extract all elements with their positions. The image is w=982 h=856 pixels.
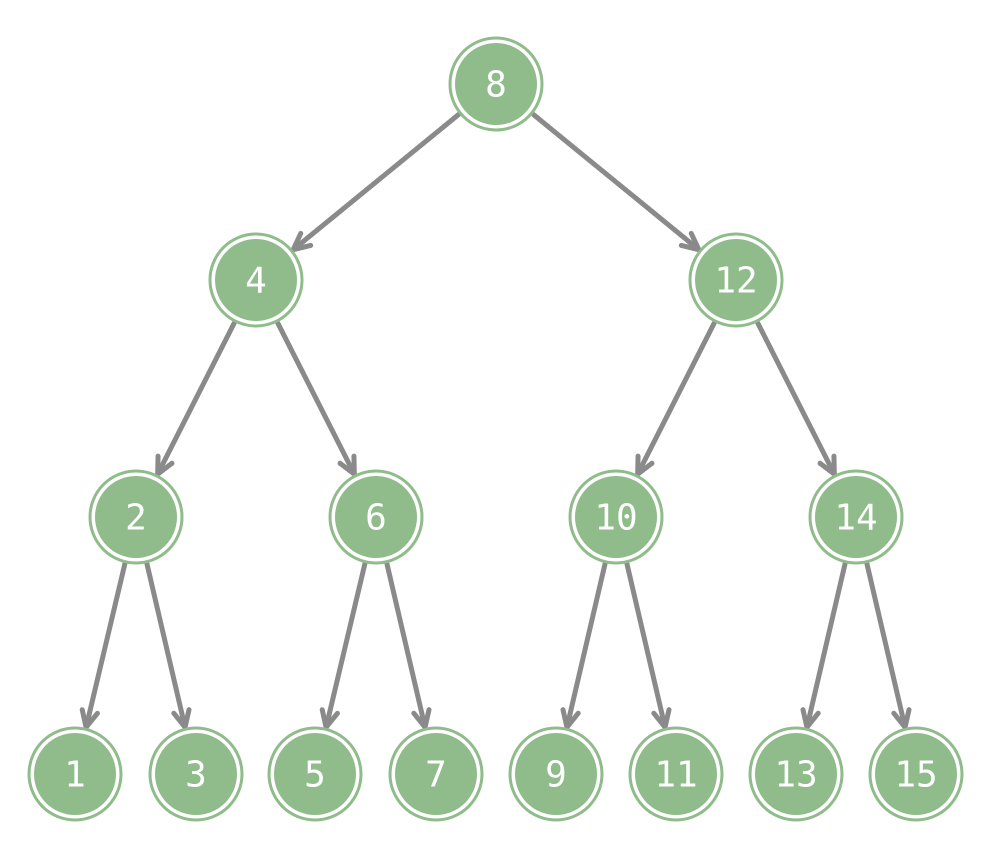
node-disk	[695, 239, 777, 321]
edge-n8-n12	[530, 111, 702, 253]
node-label: 12	[714, 261, 757, 302]
edge-n6-n5	[319, 561, 368, 730]
tree-node-8: 8	[448, 36, 544, 132]
tree-node-13: 13	[748, 726, 844, 822]
node-label: 8	[485, 65, 507, 106]
tree-node-15: 15	[868, 726, 964, 822]
arrowhead	[411, 707, 432, 730]
arrowhead	[891, 707, 912, 730]
tree-node-6: 6	[328, 469, 424, 565]
node-label: 9	[545, 755, 567, 796]
edge-n14-n15	[864, 561, 912, 730]
tree-node-14: 14	[808, 469, 904, 565]
edge-line	[275, 320, 357, 477]
node-label: 7	[425, 755, 447, 796]
node-label: 13	[774, 755, 817, 796]
arrowhead	[635, 453, 655, 477]
node-label: 4	[245, 261, 267, 302]
tree-node-12: 12	[688, 232, 784, 328]
edge-n2-n3	[144, 561, 192, 730]
edge-line	[624, 561, 668, 730]
tree-node-2: 2	[88, 469, 184, 565]
tree-node-9: 9	[508, 726, 604, 822]
node-label: 5	[304, 755, 326, 796]
arrowhead	[171, 707, 192, 730]
node-disk	[515, 733, 597, 815]
edge-n14-n13	[800, 561, 848, 730]
node-label: 1	[64, 755, 86, 796]
node-disk	[155, 733, 237, 815]
edge-line	[755, 320, 837, 477]
node-label: 2	[125, 498, 147, 539]
arrowhead	[290, 230, 314, 253]
arrowhead	[337, 453, 357, 477]
tree-node-3: 3	[148, 726, 244, 822]
edge-line	[564, 561, 608, 730]
arrowhead	[651, 707, 672, 730]
edge-line	[323, 561, 368, 730]
edge-line	[635, 320, 717, 477]
tree-node-1: 1	[27, 726, 123, 822]
tree-node-11: 11	[628, 726, 724, 822]
edge-line	[290, 111, 462, 253]
node-label: 10	[594, 498, 637, 539]
edge-n10-n11	[624, 561, 672, 730]
arrowhead	[155, 453, 175, 477]
edge-n2-n1	[79, 561, 128, 730]
node-label: 3	[185, 755, 207, 796]
edge-line	[384, 561, 428, 730]
edge-line	[83, 561, 128, 730]
arrowhead	[817, 453, 837, 477]
node-disk	[875, 733, 957, 815]
node-disk	[755, 733, 837, 815]
edge-line	[155, 320, 237, 477]
edge-line	[144, 561, 188, 730]
node-disk	[575, 476, 657, 558]
node-label: 15	[894, 755, 937, 796]
node-label: 14	[834, 498, 877, 539]
edge-n12-n10	[635, 320, 717, 477]
tree-node-5: 5	[267, 726, 363, 822]
node-disk	[95, 476, 177, 558]
edges-layer	[79, 111, 912, 730]
node-disk	[455, 43, 537, 125]
tree-node-7: 7	[388, 726, 484, 822]
arrowhead	[560, 707, 581, 730]
node-disk	[395, 733, 477, 815]
node-label: 6	[365, 498, 387, 539]
arrowhead	[678, 230, 702, 253]
edge-line	[530, 111, 702, 253]
edge-n12-n14	[755, 320, 837, 477]
node-disk	[215, 239, 297, 321]
node-disk	[274, 733, 356, 815]
arrowhead	[319, 707, 340, 730]
arrowhead	[800, 707, 821, 730]
node-disk	[34, 733, 116, 815]
node-disk	[635, 733, 717, 815]
edge-n4-n2	[155, 320, 237, 477]
edge-n10-n9	[560, 561, 608, 730]
edge-n6-n7	[384, 561, 432, 730]
edge-line	[864, 561, 908, 730]
arrowhead	[79, 707, 100, 730]
node-disk	[335, 476, 417, 558]
edge-n4-n6	[275, 320, 357, 477]
tree-node-10: 10	[568, 469, 664, 565]
edge-line	[804, 561, 848, 730]
node-disk	[815, 476, 897, 558]
node-label: 11	[654, 755, 697, 796]
tree-node-4: 4	[208, 232, 304, 328]
edge-n8-n4	[290, 111, 462, 253]
